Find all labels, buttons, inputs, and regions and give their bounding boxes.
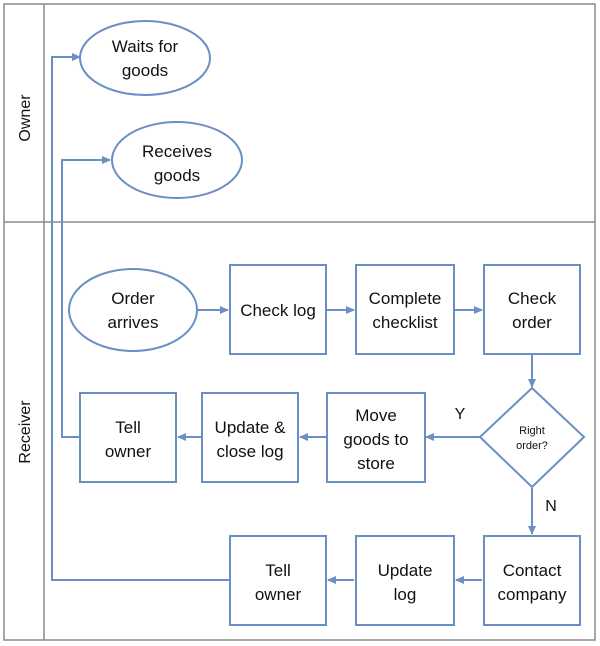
node-move-goods-label-1: Move xyxy=(355,406,397,425)
node-update-log-label-1: Update xyxy=(378,561,433,580)
node-update-log-label-2: log xyxy=(394,585,417,604)
node-update-log xyxy=(355,535,455,626)
node-receives-goods xyxy=(111,121,243,199)
node-update-close-log-label-2: close log xyxy=(216,442,283,461)
node-check-order xyxy=(483,264,581,355)
node-complete-checklist-label-2: checklist xyxy=(372,313,437,332)
lane-label-owner: Owner xyxy=(17,94,34,142)
node-update-close-log xyxy=(201,392,299,483)
node-move-goods-label-3: store xyxy=(357,454,395,473)
node-complete-checklist-label-1: Complete xyxy=(369,289,442,308)
node-tell-owner-2-label-2: owner xyxy=(255,585,302,604)
node-receives-goods-label-2: goods xyxy=(154,166,200,185)
node-order-arrives-label-2: arrives xyxy=(107,313,158,332)
arrow-tellowner-to-receives xyxy=(61,156,111,438)
node-waits-for-goods-label-2: goods xyxy=(122,61,168,80)
branch-label-yes: Y xyxy=(455,406,466,423)
node-contact-company-label-1: Contact xyxy=(503,561,562,580)
node-tell-owner-1 xyxy=(79,392,177,483)
node-waits-for-goods xyxy=(79,20,211,96)
node-complete-checklist xyxy=(355,264,455,355)
node-right-order-decision xyxy=(478,386,586,489)
connectors xyxy=(51,53,536,584)
node-move-goods-label-2: goods to xyxy=(343,430,408,449)
arrow-tellowner2-to-waits xyxy=(51,53,230,581)
node-check-order-label-2: order xyxy=(512,313,552,332)
node-right-order-label-2: order? xyxy=(516,440,548,452)
node-check-log xyxy=(229,264,327,355)
node-order-arrives-label-1: Order xyxy=(111,289,155,308)
node-waits-for-goods-label-1: Waits for xyxy=(112,37,179,56)
node-tell-owner-2-label-1: Tell xyxy=(265,561,291,580)
node-move-goods xyxy=(326,392,426,483)
branch-label-no: N xyxy=(545,498,557,515)
node-check-log-label: Check log xyxy=(240,301,316,320)
swimlane-frame xyxy=(3,3,596,641)
node-check-order-label-1: Check xyxy=(508,289,557,308)
node-tell-owner-1-label-1: Tell xyxy=(115,418,141,437)
node-contact-company xyxy=(483,535,581,626)
node-order-arrives xyxy=(68,268,198,352)
node-tell-owner-2 xyxy=(229,535,327,626)
node-right-order-label-1: Right xyxy=(519,425,545,437)
node-contact-company-label-2: company xyxy=(498,585,567,604)
node-update-close-log-label-1: Update & xyxy=(215,418,287,437)
node-tell-owner-1-label-2: owner xyxy=(105,442,152,461)
lane-label-receiver: Receiver xyxy=(17,400,34,464)
node-receives-goods-label-1: Receives xyxy=(142,142,212,161)
